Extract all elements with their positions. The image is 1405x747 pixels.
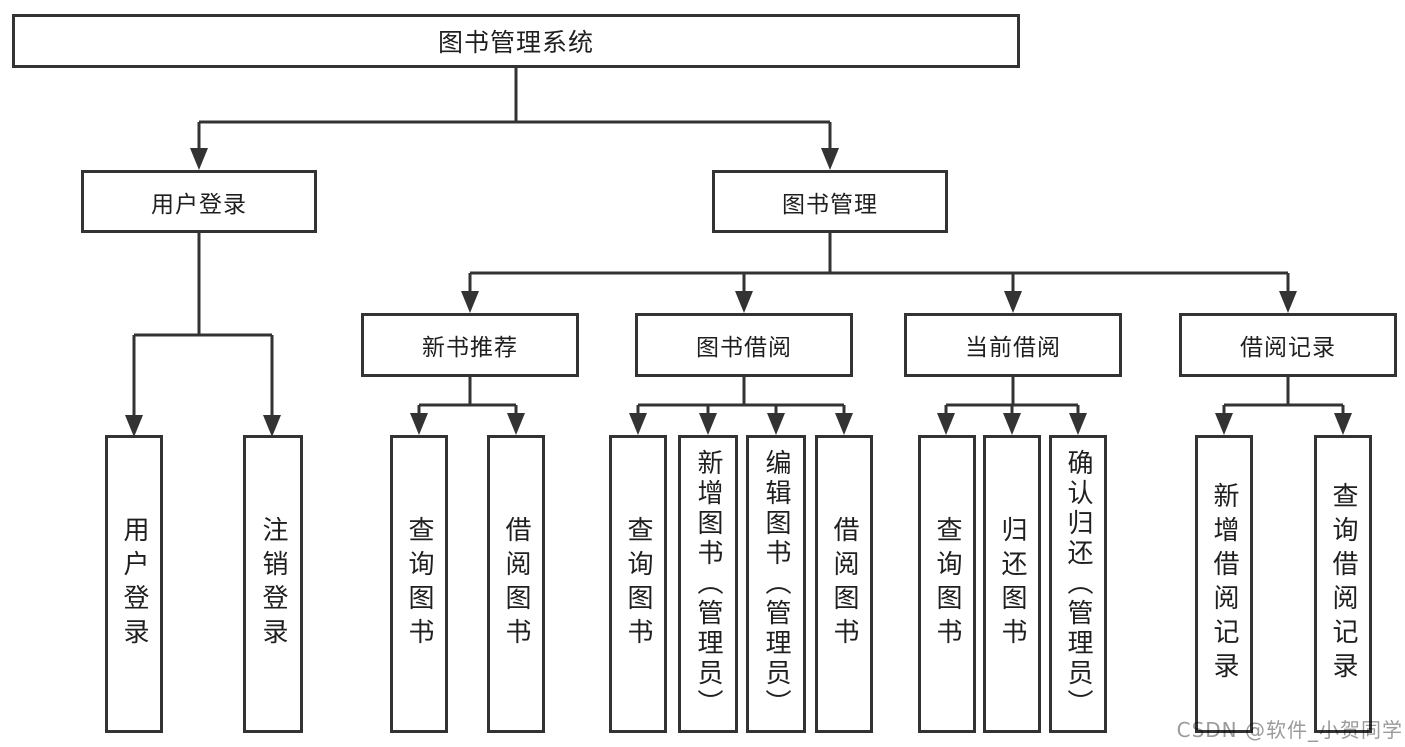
node-label: 当前借阅 xyxy=(965,335,1061,361)
leaf-label: 注销登录 xyxy=(258,516,288,652)
leaf-label: 借阅图书 xyxy=(829,516,859,652)
leaf-label: 归还图书 xyxy=(997,516,1027,652)
arrow-down-icon xyxy=(507,413,525,435)
arrow-down-icon xyxy=(699,413,717,435)
leaf-label: 查询图书 xyxy=(932,516,962,652)
arrow-down-icon xyxy=(1279,291,1297,313)
leaf-query-borrow-record: 查询借阅记录 xyxy=(1314,435,1372,733)
connector-book-borrowing-children xyxy=(629,377,853,435)
arrow-down-icon xyxy=(461,291,479,313)
leaf-label: 查询图书 xyxy=(623,516,653,652)
arrow-down-icon xyxy=(263,415,281,437)
leaf-label: 查询图书 xyxy=(404,516,434,652)
arrow-down-icon xyxy=(735,291,753,313)
leaf-return-books: 归还图书 xyxy=(983,435,1041,733)
leaf-edit-books-admin: 编辑图书（管理员） xyxy=(746,435,806,733)
connector-borrowing-records-children xyxy=(1215,377,1352,435)
leaf-borrow-books-recommend: 借阅图书 xyxy=(487,435,545,733)
leaf-label: 新增图书（管理员） xyxy=(693,449,723,719)
arrow-down-icon xyxy=(125,415,143,437)
leaf-add-books-admin: 新增图书（管理员） xyxy=(678,435,738,733)
leaf-query-books-current: 查询图书 xyxy=(918,435,976,733)
leaf-label: 用户登录 xyxy=(119,516,149,652)
node-current-borrowing: 当前借阅 xyxy=(904,313,1122,377)
node-new-book-recommend: 新书推荐 xyxy=(361,313,579,377)
connector-new-book-children xyxy=(410,377,525,435)
node-label: 图书管理系统 xyxy=(437,28,594,57)
leaf-label: 确认归还（管理员） xyxy=(1063,449,1093,719)
node-label: 用户登录 xyxy=(151,191,247,218)
node-label: 图书借阅 xyxy=(696,335,792,361)
node-label: 新书推荐 xyxy=(422,335,518,361)
arrow-down-icon xyxy=(410,413,428,435)
connector-user-login-children xyxy=(125,233,281,437)
connector-root-to-level2 xyxy=(190,68,839,170)
leaf-logout: 注销登录 xyxy=(243,435,303,733)
arrow-down-icon xyxy=(190,148,208,170)
connector-book-management-children xyxy=(461,233,1297,313)
arrow-down-icon xyxy=(1069,413,1087,435)
arrow-down-icon xyxy=(1334,413,1352,435)
leaf-label: 编辑图书（管理员） xyxy=(761,449,791,719)
connector-current-borrowing-children xyxy=(937,377,1087,435)
leaf-borrow-books-borrowing: 借阅图书 xyxy=(815,435,873,733)
watermark-text: CSDN @软件_小贺同学 xyxy=(1176,718,1403,742)
arrow-down-icon xyxy=(821,148,839,170)
arrow-down-icon xyxy=(629,413,647,435)
arrow-down-icon xyxy=(937,413,955,435)
arrow-down-icon xyxy=(1004,291,1022,313)
leaf-label: 借阅图书 xyxy=(501,516,531,652)
leaf-user-login: 用户登录 xyxy=(105,435,163,733)
arrow-down-icon xyxy=(1215,413,1233,435)
node-book-borrowing: 图书借阅 xyxy=(635,313,853,377)
arrow-down-icon xyxy=(835,413,853,435)
node-book-management: 图书管理 xyxy=(712,170,948,233)
leaf-add-borrow-record: 新增借阅记录 xyxy=(1195,435,1253,733)
leaf-query-books-borrowing: 查询图书 xyxy=(609,435,667,733)
leaf-label: 查询借阅记录 xyxy=(1328,482,1358,686)
leaf-query-books-recommend: 查询图书 xyxy=(390,435,448,733)
node-label: 图书管理 xyxy=(782,191,878,218)
leaf-confirm-return-admin: 确认归还（管理员） xyxy=(1049,435,1107,733)
leaf-label: 新增借阅记录 xyxy=(1209,482,1239,686)
arrow-down-icon xyxy=(767,413,785,435)
node-root: 图书管理系统 xyxy=(12,14,1020,68)
node-user-login: 用户登录 xyxy=(81,170,317,233)
node-label: 借阅记录 xyxy=(1240,335,1336,361)
node-borrowing-records: 借阅记录 xyxy=(1179,313,1397,377)
arrow-down-icon xyxy=(1003,413,1021,435)
